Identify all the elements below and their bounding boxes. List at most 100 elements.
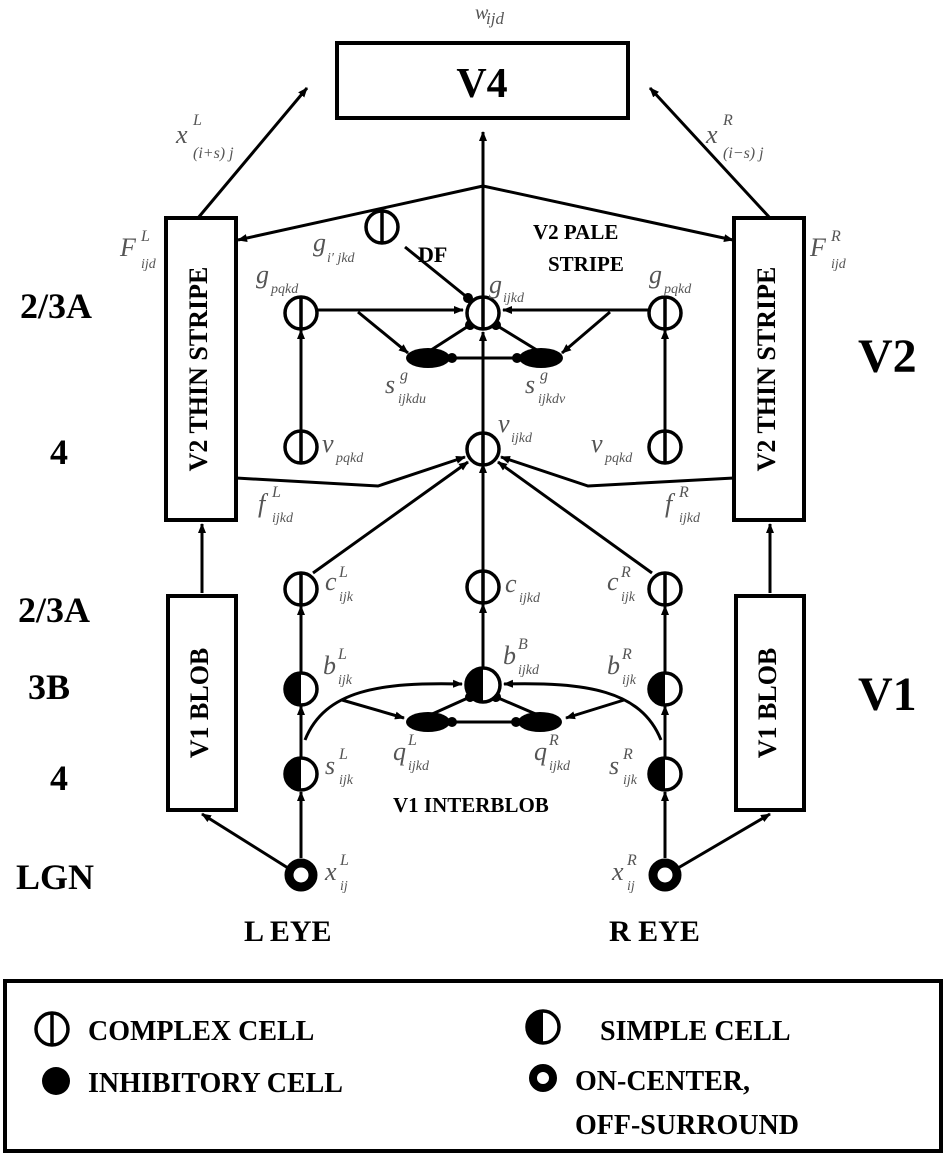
arrow-lgnL-to-blob [201,812,289,870]
arrow-sR-to-bB [503,679,663,741]
svg-text:ijkdu: ijkdu [398,392,426,407]
svg-text:s: s [609,751,619,780]
var-bB: b B ijkd [503,636,540,678]
var-c-center: c ijkd [505,569,541,606]
svg-text:L: L [140,228,150,245]
var-g-ijkd: g ijkd [489,270,525,306]
w-var: w [475,2,489,24]
var-bL: b L ijk [323,646,353,688]
arrow-gpq-right-to-sdv [561,310,611,355]
svg-text:pqkd: pqkd [270,282,299,297]
df-to-g-center [404,245,473,303]
complex-cell-c-center [465,569,501,605]
lgn-cell-left [284,858,318,892]
layer-label-23a-low: 2/3A [18,590,90,630]
svg-text:F: F [119,233,137,262]
legend-oncenter-label-line2: OFF-SURROUND [575,1110,799,1141]
svg-text:f: f [258,489,269,518]
var-fL: f L ijkd [258,484,294,526]
svg-text:c: c [505,569,517,598]
var-xR: x R (i−s) j [705,112,764,162]
svg-text:ijd: ijd [831,257,847,272]
svg-text:g: g [649,260,662,289]
v2-thin-stripe-right-box [732,216,806,522]
v4-label: V4 [456,61,507,107]
var-g-ipjkd: g i′ jkd [313,228,356,266]
complex-cell-g-center [465,295,501,331]
var-xRij: x R ij [611,852,637,894]
svg-text:c: c [607,567,619,596]
interblob-label: V1 INTERBLOB [393,793,549,817]
svg-text:ij: ij [627,879,635,894]
svg-text:g: g [489,270,502,299]
inhibitory-cell-qR [518,712,562,732]
svg-text:v: v [498,409,510,438]
inhibitory-cell-qL [406,712,450,732]
svg-text:(i−s) j: (i−s) j [723,145,764,162]
svg-text:q: q [534,737,547,766]
svg-text:v: v [591,429,603,458]
arrow-sR-to-qR [565,698,625,720]
arrow-apex-to-right-stripe [482,184,734,243]
legend-inhibitory-icon [42,1067,70,1095]
svg-text:x: x [175,120,188,149]
cortex-label-v1: V1 [858,668,917,721]
pale-stripe-label-line1: V2 PALE [533,220,618,244]
arrow-lgnR-to-blob [677,812,771,870]
svg-text:L: L [271,484,281,501]
layer-label-lgn: LGN [16,857,94,897]
svg-text:c: c [325,567,337,596]
arrow-gpq-left-to-sdu [357,310,409,355]
var-v-right: v pqkd [591,429,633,466]
eye-label-right: R EYE [609,915,700,948]
legend-simple-icon [525,1009,561,1045]
eye-label-left: L EYE [244,915,332,948]
simple-cell-sR [647,756,683,792]
svg-text:R: R [830,228,841,245]
arrow-cL-to-v [312,460,469,575]
svg-text:b: b [503,641,516,670]
v4-box [335,41,630,120]
arrow-sL-to-bB [303,679,463,741]
v1-blob-left-label: V1 BLOB [185,648,214,759]
v2-thin-stripe-left-box [164,216,238,522]
svg-text:ijd: ijd [141,257,157,272]
svg-text:f: f [665,489,676,518]
v4-input-variable: w ijd [475,2,504,28]
svg-text:g: g [256,260,269,289]
svg-text:L: L [192,112,202,129]
svg-text:L: L [338,564,348,581]
arrow-right-stripe-to-v [500,455,735,488]
var-FL: F L ijd [119,228,157,272]
svg-text:ijkd: ijkd [519,591,541,606]
arrow-apex-to-left-stripe [237,184,484,242]
inhibitory-cell-sdv [519,348,563,368]
svg-text:(i+s) j: (i+s) j [193,145,234,162]
legend-inhibitory-label: INHIBITORY CELL [88,1068,343,1099]
v2-thin-stripe-left-label: V2 THIN STRIPE [184,267,213,472]
complex-cell-v-right [647,429,683,465]
svg-text:pqkd: pqkd [663,282,692,297]
sdu-inhibit-g [427,320,475,354]
complex-cell-cR [647,571,683,607]
var-xLij: x L ij [324,852,349,894]
complex-cell-v-center [465,431,501,467]
svg-text:ijkd: ijkd [503,291,525,306]
simple-cell-bR [647,671,683,707]
sdv-inhibit-g [491,320,541,354]
svg-text:L: L [339,852,349,869]
svg-text:v: v [322,429,334,458]
v1-blob-right-box [734,594,806,812]
inhibitory-cell-sdu [406,348,450,368]
svg-text:s: s [525,370,535,399]
arrow-cR-to-v [497,460,653,575]
var-v-center: v ijkd [498,409,533,446]
svg-text:R: R [722,112,733,129]
qL-inhibit-bB [429,692,475,717]
svg-text:q: q [393,737,406,766]
var-sg-du: s g ijkdu [385,367,426,407]
w-sub: ijd [486,9,504,28]
var-cL: c L ijk [325,564,354,605]
svg-text:L: L [338,746,348,763]
